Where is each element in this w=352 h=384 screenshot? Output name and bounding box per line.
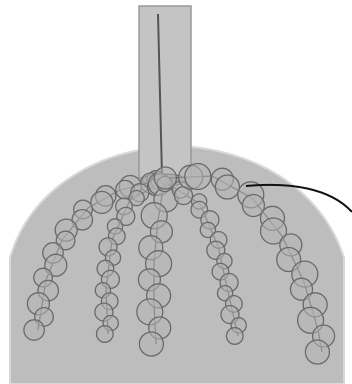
bead: [227, 328, 244, 345]
bead: [154, 167, 176, 189]
bead: [91, 191, 113, 213]
bead: [97, 326, 114, 343]
bead: [139, 332, 163, 356]
bead: [24, 320, 44, 340]
bead: [215, 175, 239, 199]
bead: [185, 164, 211, 190]
bead: [305, 340, 329, 364]
stem: [139, 6, 191, 178]
